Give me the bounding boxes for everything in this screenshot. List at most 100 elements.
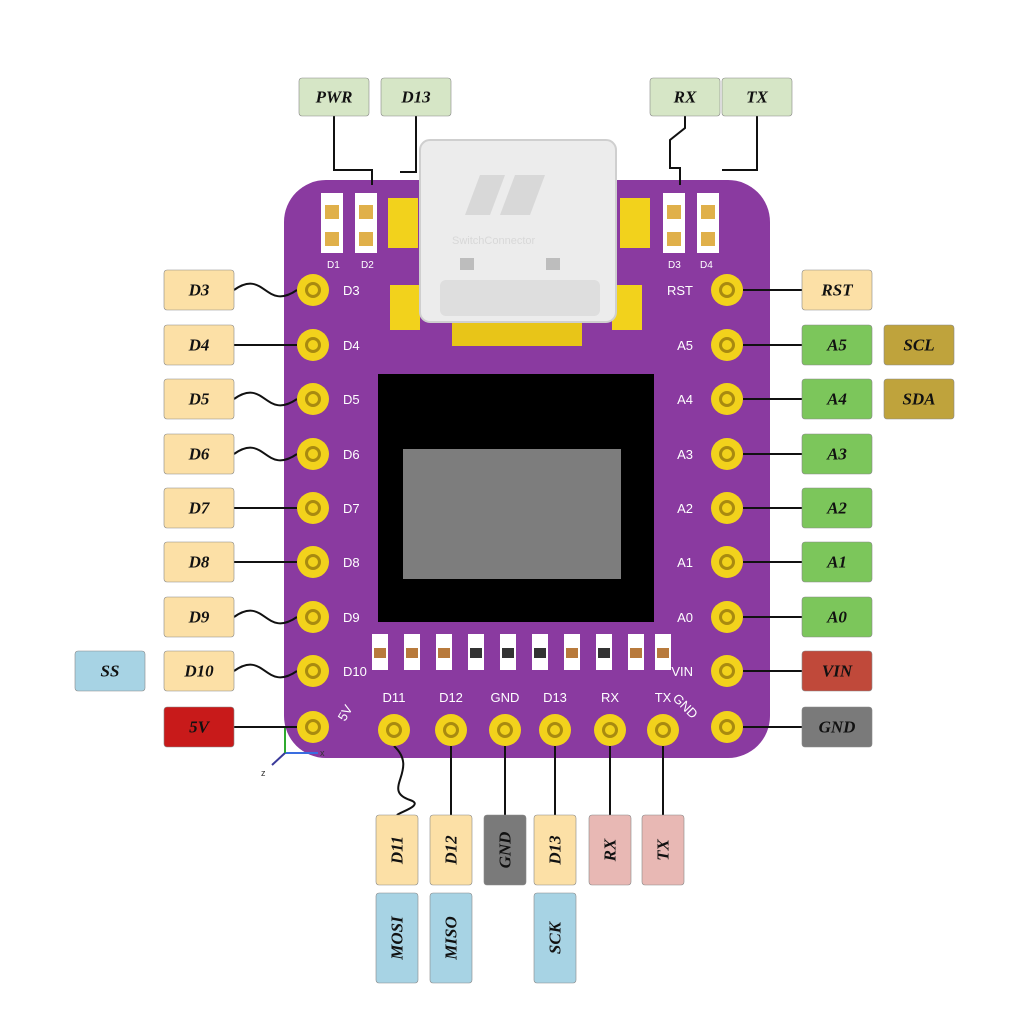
label-right-rst-text: RST (820, 281, 853, 300)
silk-bottom-rx-4: RX (601, 690, 619, 705)
passive-components (372, 634, 671, 670)
label-sck-text: SCK (546, 920, 565, 954)
display-screen (403, 449, 621, 579)
pad-bottom-rx-4 (594, 714, 626, 746)
led-d3 (663, 193, 685, 253)
label-left-d3-text: D3 (188, 281, 210, 300)
label-right-a1: A1 (801, 541, 873, 583)
usb-c-connector (388, 139, 650, 346)
label-left-d9: D9 (163, 596, 235, 638)
label-miso: MISO (429, 892, 473, 984)
label-right-a3: A3 (801, 433, 873, 475)
led-d2-label: D2 (361, 260, 374, 271)
label-left-d7: D7 (163, 487, 235, 529)
label-top-pwr-0: PWR (298, 77, 370, 117)
wire-left-2 (233, 391, 298, 407)
axis-gizmo (271, 728, 318, 766)
label-bottom-rx-4-text: RX (601, 838, 620, 862)
label-left-d6: D6 (163, 433, 235, 475)
label-left-d4-text: D4 (188, 336, 210, 355)
label-left-d10-text: D10 (183, 662, 214, 681)
pad-right-vin (711, 655, 743, 687)
axis-x-label: x (320, 748, 325, 758)
label-top-tx-3: TX (721, 77, 793, 117)
pin-pads (297, 274, 743, 746)
silk-right-a3: A3 (677, 447, 693, 462)
silk-left-d7: D7 (343, 501, 360, 516)
label-bottom-tx-5-text: TX (654, 838, 673, 860)
pad-right-a4 (711, 383, 743, 415)
label-left-d8-text: D8 (188, 553, 210, 572)
label-top-d13-1: D13 (380, 77, 452, 117)
label-mosi: MOSI (375, 892, 419, 984)
silk-left-d10: D10 (343, 664, 367, 679)
pad-right-gnd (711, 711, 743, 743)
silk-bottom-tx-5: TX (655, 690, 672, 705)
label-left-d7-text: D7 (188, 499, 211, 518)
pad-left-d9 (297, 601, 329, 633)
wire-left-6 (233, 609, 298, 625)
led-d2 (355, 193, 377, 253)
label-bottom-gnd-2-text: GND (496, 832, 515, 869)
label-bottom-d11-0-text: D11 (388, 836, 407, 865)
pad-bottom-d12-1 (435, 714, 467, 746)
label-miso-text: MISO (442, 916, 461, 960)
label-sck: SCK (533, 892, 577, 984)
pad-left-d7 (297, 492, 329, 524)
label-top-tx-3-text: TX (746, 88, 768, 107)
label-bottom-d11-0: D11 (375, 814, 419, 886)
silk-right-vin: VIN (671, 664, 693, 679)
led-d4 (697, 193, 719, 253)
label-bottom-rx-4: RX (588, 814, 632, 886)
label-right-gnd-text: GND (819, 718, 856, 737)
label-right-a2-text: A2 (826, 499, 847, 518)
silk-left-d8: D8 (343, 555, 360, 570)
label-right-vin: VIN (801, 650, 873, 692)
pad-left-d3 (297, 274, 329, 306)
pin-labels: D3D4D5D6D7D8D9D105VSSRSTA5A4A3A2A1A0VING… (74, 77, 955, 984)
wires (233, 116, 802, 816)
led-d1 (321, 193, 343, 253)
pad-bottom-d13-3 (539, 714, 571, 746)
label-left-5v-text: 5V (189, 718, 211, 737)
silk-right-a4: A4 (677, 392, 693, 407)
wire-top-d13 (400, 116, 417, 173)
pad-left-d6 (297, 438, 329, 470)
label-left-d3: D3 (163, 269, 235, 311)
pad-left-d4 (297, 329, 329, 361)
label-top-rx-2-text: RX (673, 88, 697, 107)
label-left-d8: D8 (163, 541, 235, 583)
silk-bottom-gnd-2: GND (491, 690, 520, 705)
label-ss: SS (74, 650, 146, 692)
pad-right-a2 (711, 492, 743, 524)
wire-top-pwr (333, 116, 373, 185)
label-sda: SDA (883, 378, 955, 420)
label-bottom-d13-3: D13 (533, 814, 577, 886)
label-right-a0: A0 (801, 596, 873, 638)
label-right-a1-text: A1 (826, 553, 847, 572)
pad-right-a1 (711, 546, 743, 578)
silk-left-d9: D9 (343, 610, 360, 625)
label-right-a4-text: A4 (826, 390, 847, 409)
silkscreen-labels: D3D4D5D6D7D8D9D105VRSTA5A4A3A2A1A0VINGND… (335, 283, 701, 724)
pad-right-a0 (711, 601, 743, 633)
label-bottom-d12-1: D12 (429, 814, 473, 886)
label-left-d4: D4 (163, 324, 235, 366)
silk-right-a0: A0 (677, 610, 693, 625)
silk-right-a5: A5 (677, 338, 693, 353)
label-bottom-gnd-2: GND (483, 814, 527, 886)
label-right-vin-text: VIN (822, 662, 853, 681)
led-d4-label: D4 (700, 260, 713, 271)
pad-right-a3 (711, 438, 743, 470)
wire-bottom-0 (393, 745, 416, 816)
pad-left-d8 (297, 546, 329, 578)
label-right-rst: RST (801, 269, 873, 311)
label-scl: SCL (883, 324, 955, 366)
label-bottom-d12-1-text: D12 (442, 835, 461, 866)
connector-logo-text: SwitchConnector (452, 235, 535, 247)
label-top-rx-2: RX (649, 77, 721, 117)
wire-left-0 (233, 282, 298, 298)
silk-right-a2: A2 (677, 501, 693, 516)
label-sda-text: SDA (902, 390, 935, 409)
